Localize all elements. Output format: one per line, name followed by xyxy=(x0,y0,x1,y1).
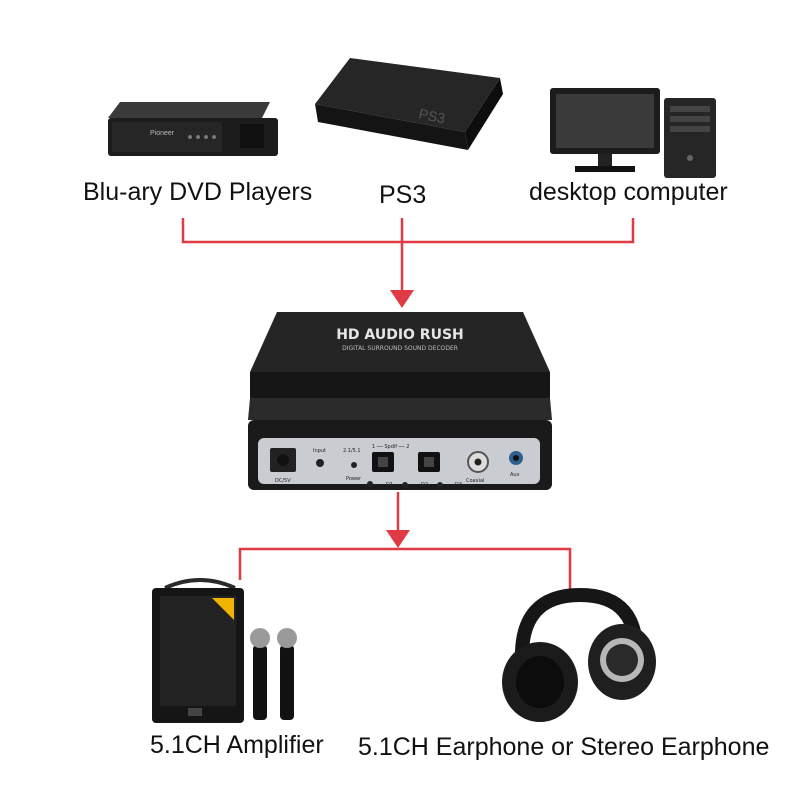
d2-led-icon xyxy=(437,482,443,488)
svg-text:1 ── Spdif ── 2: 1 ── Spdif ── 2 xyxy=(372,444,409,450)
svg-text:D1: D1 xyxy=(386,482,393,488)
source-label-bluray: Blu-ary DVD Players xyxy=(83,178,313,206)
svg-text:2.1/5.1: 2.1/5.1 xyxy=(343,448,361,454)
input-bus-line xyxy=(181,218,635,244)
svg-text:D2: D2 xyxy=(421,482,428,488)
down-arrow-icon xyxy=(386,530,410,548)
microphone-icon xyxy=(280,645,294,720)
decoder-front-panel xyxy=(258,438,540,484)
power-led-icon xyxy=(367,481,373,487)
svg-text:PS3: PS3 xyxy=(417,105,446,126)
down-arrow-icon xyxy=(390,290,414,308)
microphone-icon xyxy=(253,645,267,720)
decoder-brand: HD AUDIO RUSH xyxy=(336,327,464,343)
d1-led-icon xyxy=(402,482,408,488)
source-label-ps3: PS3 xyxy=(379,181,427,209)
svg-text:Aux: Aux xyxy=(510,472,520,478)
svg-text:Input: Input xyxy=(313,448,326,454)
input-button-icon xyxy=(316,459,324,467)
svg-text:D3: D3 xyxy=(455,482,462,488)
output-label-amplifier: 5.1CH Amplifier xyxy=(150,731,324,759)
svg-text:Pioneer: Pioneer xyxy=(150,130,175,137)
decoder-subtitle: DIGITAL SURROUND SOUND DECODER xyxy=(342,345,458,352)
svg-text:Power: Power xyxy=(346,476,362,482)
output-label-earphone: 5.1CH Earphone or Stereo Earphone xyxy=(358,733,770,761)
svg-text:DC/5V: DC/5V xyxy=(275,478,291,484)
source-label-desktop: desktop computer xyxy=(529,178,728,206)
svg-text:Coaxial: Coaxial xyxy=(466,478,484,484)
mode-button-icon xyxy=(351,462,357,468)
output-bus-line xyxy=(238,547,572,590)
